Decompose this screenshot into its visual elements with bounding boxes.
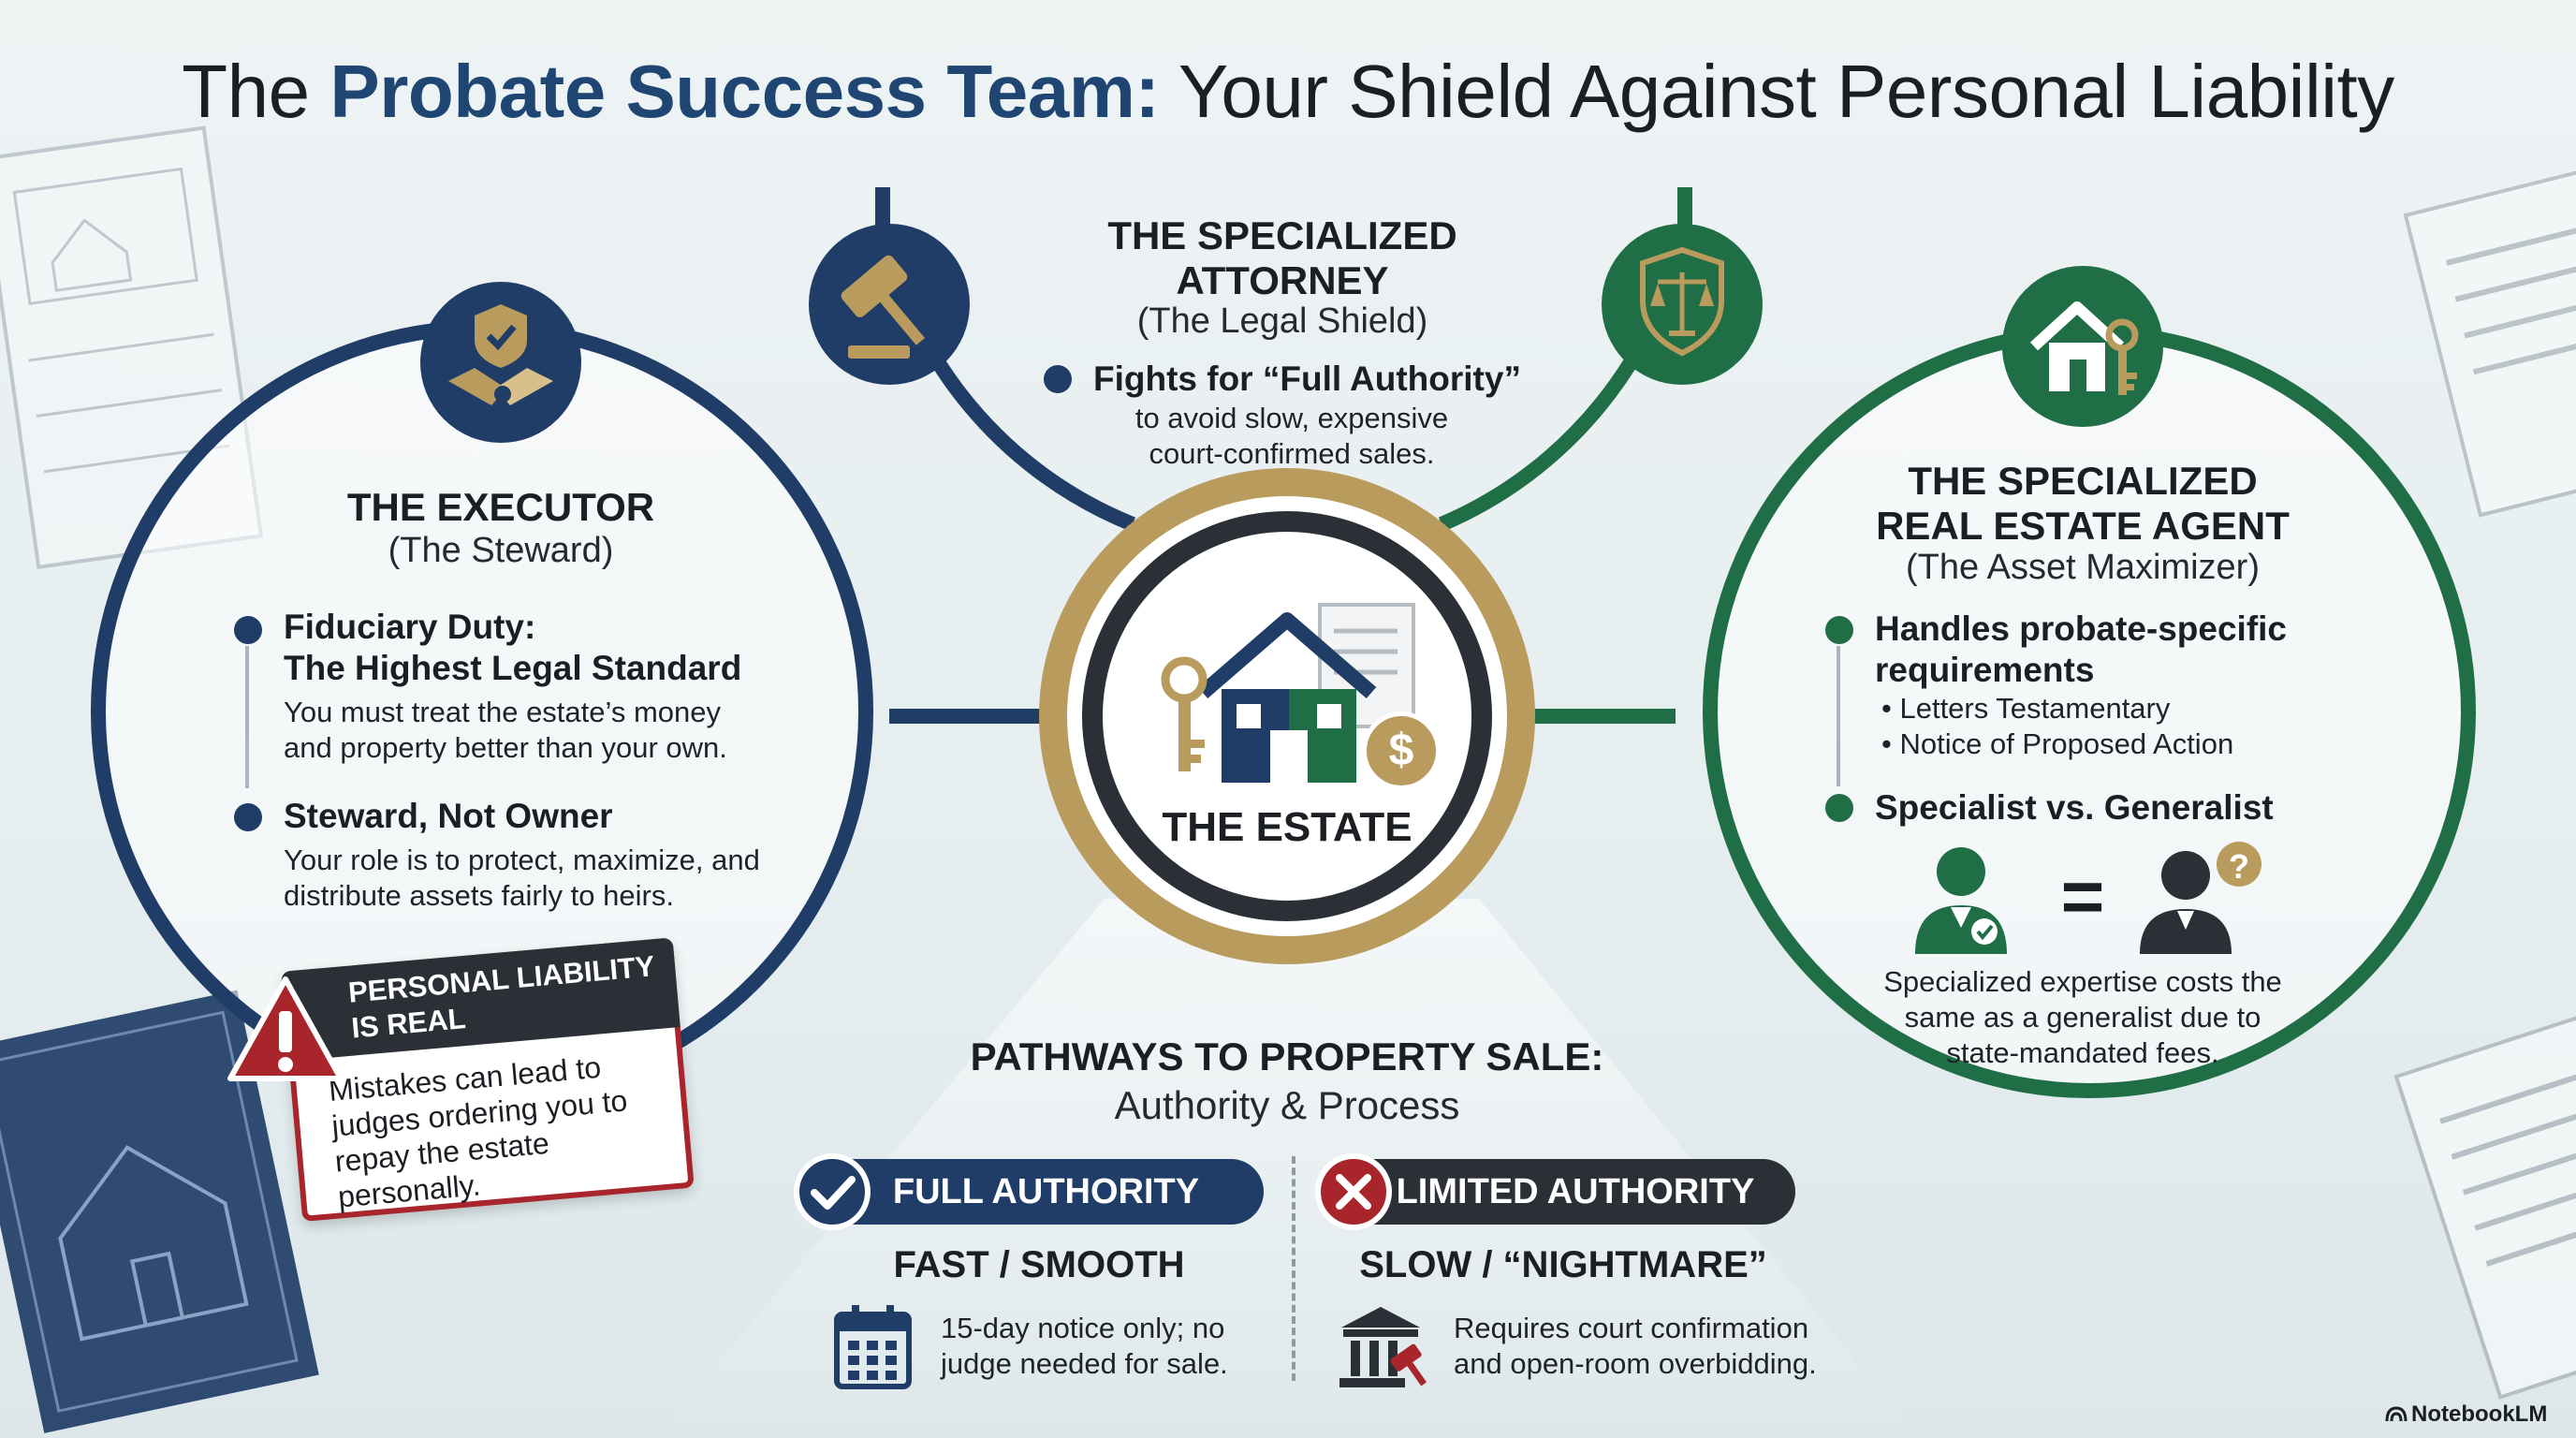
title-highlight: Probate Success Team:: [329, 50, 1160, 133]
bullet-connector: [1837, 646, 1840, 786]
bullet-dot: [1825, 616, 1853, 644]
calendar-icon: [833, 1301, 913, 1390]
executor-subtitle: (The Steward): [388, 531, 614, 570]
attorney-heading: THE SPECIALIZED ATTORNEY: [1107, 213, 1457, 302]
full-authority-body: 15-day notice only; no judge needed for …: [941, 1312, 1228, 1380]
pathways-heading: PATHWAYS TO PROPERTY SALE:: [970, 1034, 1604, 1078]
estate-label: THE ESTATE: [1162, 804, 1412, 850]
full-authority-result: FAST / SMOOTH: [893, 1244, 1185, 1285]
agent-bullet-1: Handles probate-specific requirements: [1875, 609, 2288, 689]
agent-heading: THE SPECIALIZED REAL ESTATE AGENT: [1876, 459, 2290, 548]
house-key-document-icon: [1147, 599, 1437, 796]
agent-bullet-2: Specialist vs. Generalist: [1875, 788, 2274, 827]
executor-bullet-2: Steward, Not Owner Your role is to prote…: [284, 797, 760, 912]
executor-bullet-1: Fiduciary Duty: The Highest Legal Standa…: [284, 608, 742, 764]
x-circle-icon: [1315, 1153, 1392, 1230]
limited-authority-body: Requires court confirmation and open-roo…: [1454, 1312, 1817, 1380]
scales-shield-icon: [1598, 220, 1766, 389]
house-key-icon: [1998, 262, 2167, 431]
bullet-dot: [1825, 794, 1853, 822]
limited-authority-result: SLOW / “NIGHTMARE”: [1359, 1244, 1767, 1285]
attorney-bullet-title: Fights for “Full Authority”: [1093, 360, 1521, 398]
check-circle-icon: [794, 1153, 871, 1230]
agent-body: Specialized expertise costs the same as …: [1883, 965, 2282, 1069]
bullet-dot: [1044, 365, 1072, 393]
agent-sub-bullets: • Letters Testamentary • Notice of Propo…: [1881, 692, 2234, 760]
bullet-dot: [234, 803, 262, 831]
generalist-person-icon: [2134, 838, 2265, 955]
executor-heading: THE EXECUTOR: [346, 485, 655, 529]
specialist-person-icon: [1910, 838, 2012, 955]
courthouse-gavel-icon: [1334, 1299, 1427, 1393]
agent-subtitle: (The Asset Maximizer): [1906, 548, 2260, 587]
attorney-subtitle: (The Legal Shield): [1136, 301, 1428, 341]
question-mark-icon: ?: [2229, 847, 2249, 886]
equals-sign: =: [2060, 855, 2105, 938]
handshake-shield-icon: [417, 278, 585, 447]
full-authority-pill: FULL AUTHORITY: [800, 1159, 1264, 1225]
bullet-connector: [245, 646, 249, 788]
dollar-coin-icon: $: [1362, 712, 1441, 790]
gavel-icon: [805, 220, 973, 389]
warning-triangle-icon: [225, 974, 346, 1086]
notebooklm-watermark: NotebookLM: [2385, 1401, 2563, 1429]
attorney-body: to avoid slow, expensive court-confirmed…: [1134, 402, 1449, 470]
page-title: The Probate Success Team: Your Shield Ag…: [182, 50, 2394, 133]
pathways-subheading: Authority & Process: [1114, 1083, 1460, 1127]
pathway-divider: [1292, 1156, 1295, 1381]
limited-authority-pill: LIMITED AUTHORITY: [1318, 1159, 1795, 1225]
bullet-dot: [234, 616, 262, 644]
notebooklm-logo-icon: [2385, 1406, 2408, 1422]
warning-body: Mistakes can lead to judges ordering you…: [327, 1049, 629, 1214]
